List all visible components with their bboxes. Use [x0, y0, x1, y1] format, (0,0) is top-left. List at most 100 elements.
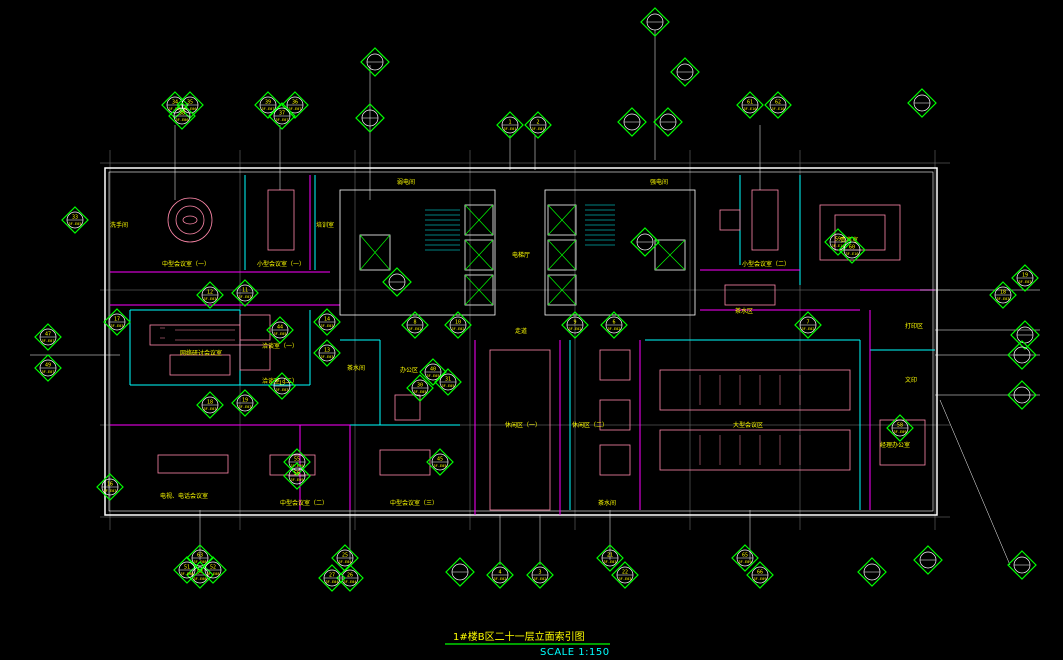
marker-sheet: 3F-E03 — [321, 324, 334, 328]
marker-number: 34 — [172, 100, 178, 106]
marker-number: 63 — [197, 553, 203, 559]
marker-sheet: 3F-E04 — [344, 580, 357, 584]
marker-sheet: 3F-E05 — [274, 332, 287, 336]
marker-diamond — [524, 111, 552, 139]
marker-diamond — [611, 561, 639, 589]
marker-number: 38 — [179, 111, 185, 117]
marker-sheet: 3F-E03 — [104, 489, 117, 493]
marker-sheet: 3F-E07 — [276, 118, 289, 122]
marker-number: 36 — [292, 100, 298, 106]
index-marker-blank — [360, 47, 390, 77]
marker-number: 62 — [775, 100, 781, 106]
marker-diamond — [231, 279, 259, 307]
furniture — [149, 189, 926, 511]
room-label: 茶水区 — [735, 307, 753, 315]
room-label: 洽谈室（一） — [262, 342, 298, 350]
marker-number: 9 — [573, 320, 576, 326]
marker-number: 60 — [849, 245, 855, 251]
marker-number: 7 — [806, 320, 809, 326]
marker-sheet: 3F-E03 — [239, 295, 252, 299]
marker-diamond — [313, 308, 341, 336]
marker-diamond — [254, 91, 282, 119]
marker-diamond — [406, 374, 434, 402]
marker-number: 40 — [430, 367, 436, 373]
room-label: 经理办公室 — [880, 441, 910, 449]
room-label: 强电间 — [650, 178, 668, 186]
marker-diamond — [617, 107, 647, 137]
marker-sheet: 3F-E01 — [532, 127, 545, 131]
marker-diamond — [1007, 380, 1037, 410]
marker-diamond — [670, 57, 700, 87]
room-label: 休闲区（二） — [572, 421, 608, 429]
marker-sheet: 3F-E07 — [262, 107, 275, 111]
marker-sheet: 3F-E03 — [204, 407, 217, 411]
marker-sheet: 3F-E02 — [608, 327, 621, 331]
room-label: 中型会议室（一） — [162, 260, 210, 268]
exterior-walls — [104, 167, 938, 516]
marker-sheet: 3F-E02 — [534, 577, 547, 581]
marker-diamond — [736, 91, 764, 119]
index-marker: 83F-E02 — [401, 311, 429, 339]
marker-diamond — [61, 206, 89, 234]
marker-sheet: 3F-E01 — [504, 127, 517, 131]
index-marker-blank — [907, 88, 937, 118]
index-marker-blank — [640, 7, 670, 37]
marker-sheet: 3F-E10 — [832, 244, 845, 248]
marker-number: 6 — [612, 320, 615, 326]
marker-diamond — [96, 473, 124, 501]
room-labels: 中型会议室（一） 小型会议室（一） 小型会议室（二） 贵宾室 洗手间 培训室 电… — [110, 178, 923, 507]
marker-number: 39 — [265, 100, 271, 106]
marker-sheet: 3F-E05 — [442, 384, 455, 388]
marker-sheet: 3F-E10 — [846, 252, 859, 256]
marker-diamond — [561, 311, 589, 339]
partitions — [110, 175, 935, 515]
marker-number: 66 — [757, 570, 763, 576]
marker-sheet: 3F-E10 — [744, 107, 757, 111]
index-marker-blank — [1010, 320, 1040, 350]
marker-diamond — [731, 544, 759, 572]
marker-number: 3 — [538, 570, 541, 576]
marker-diamond — [196, 281, 224, 309]
marker-diamond — [445, 557, 475, 587]
marker-diamond — [196, 391, 224, 419]
room-label: 小型会议室（二） — [742, 260, 790, 268]
marker-number: 37 — [279, 111, 285, 117]
marker-diamond — [794, 311, 822, 339]
marker-diamond — [907, 88, 937, 118]
marker-diamond — [496, 111, 524, 139]
marker-sheet: 3F-E04 — [339, 560, 352, 564]
drawing-title: 1#楼B区二十一层立面索引图 — [453, 630, 585, 643]
marker-diamond — [355, 103, 385, 133]
room-label: 茶水间 — [598, 499, 616, 507]
marker-number: 45 — [437, 457, 443, 463]
marker-diamond — [382, 267, 412, 297]
marker-sheet: 3F-E05 — [427, 374, 440, 378]
marker-number: 13 — [324, 348, 330, 354]
marker-sheet: 3F-E08 — [194, 577, 207, 581]
marker-number: 18 — [1000, 290, 1006, 296]
marker-sheet: 3F-E06 — [176, 118, 189, 122]
index-marker-blank — [1007, 380, 1037, 410]
marker-number: 11 — [242, 288, 248, 294]
title-block: 1#楼B区二十一层立面索引图 SCALE 1:150 — [445, 630, 610, 658]
index-marker-blank — [913, 545, 943, 575]
index-marker-blank — [653, 107, 683, 137]
marker-sheet: 3F-E10 — [772, 107, 785, 111]
